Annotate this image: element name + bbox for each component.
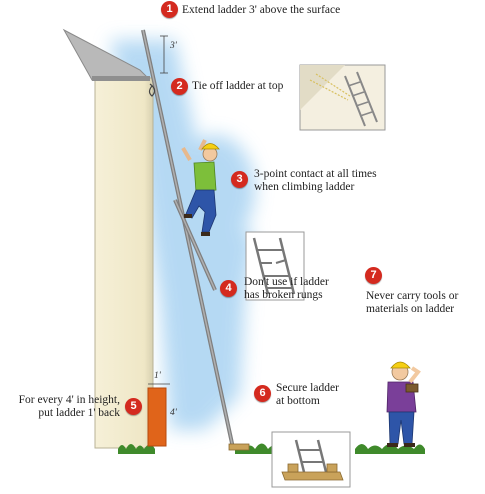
step-1-caption: Extend ladder 3' above the surface [182,4,341,16]
main-ladder [141,29,250,451]
step-2-caption: Tie off ladder at top [192,80,284,92]
step-3-caption: 3-point contact at all times when climbi… [254,168,377,193]
step-2-marker: 2 [171,78,188,95]
dimension-label-1ft: 1' [154,371,161,381]
step-7-caption: Never carry tools or materials on ladder [366,290,459,315]
step-3-marker: 3 [231,171,248,188]
step-5-caption: For every 4' in height, put ladder 1' ba… [18,394,120,419]
step-7-marker: 7 [365,267,382,284]
dimension-label-4ft: 4' [170,408,177,418]
step-1-marker: 1 [161,1,178,18]
secured-base-inset-icon [271,431,351,488]
brick-block-icon [147,387,167,447]
house-wall-icon [62,28,154,449]
step-6-caption: Secure ladder at bottom [276,382,339,407]
step-4-marker: 4 [220,280,237,297]
broken-rungs-inset-icon [245,231,305,301]
dimension-label-3ft: 3' [170,41,177,51]
worker-climbing-icon [181,139,220,236]
tie-off-inset-icon [299,64,386,131]
dimension-lines [148,35,170,385]
step-5-marker: 5 [125,398,142,415]
tie-off-rope [148,83,156,97]
step-4-caption: Don't use if ladder has broken rungs [244,276,329,301]
step-6-marker: 6 [254,385,271,402]
worker-with-tools-icon [386,361,421,447]
